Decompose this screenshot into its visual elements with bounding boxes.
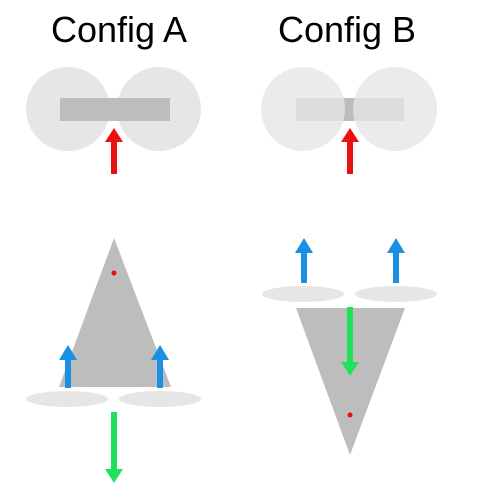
config-a-left-rotor-side [26, 391, 108, 407]
config-b-side-view [262, 238, 437, 455]
config-a-left-thrust-arrow [59, 345, 77, 388]
config-a-title: Config A [50, 9, 188, 50]
config-b-top-view [261, 67, 437, 174]
config-a-body-triangle [59, 238, 171, 387]
config-a-top-body [60, 98, 170, 121]
config-b-right-rotor-side [355, 286, 437, 302]
config-b-title: Config B [277, 9, 417, 50]
config-a-right-thrust-arrow [151, 345, 169, 388]
config-b-left-rotor-side [262, 286, 344, 302]
config-a-center-of-mass [111, 270, 117, 276]
config-a-side-view [26, 238, 201, 483]
config-b-right-rotor-disc [353, 67, 437, 151]
config-b-right-thrust-arrow [387, 238, 405, 283]
config-b-left-thrust-arrow [295, 238, 313, 283]
config-a-top-thrust-arrow [105, 128, 123, 174]
config-b-top-thrust-arrow [341, 128, 359, 174]
config-b-gravity-arrow [341, 307, 359, 376]
config-b-left-rotor-disc [261, 67, 345, 151]
config-a-top-view [26, 67, 201, 174]
config-b-center-of-mass [347, 412, 353, 418]
config-b-body-triangle [296, 308, 405, 455]
config-a-right-rotor-side [119, 391, 201, 407]
config-a-gravity-arrow [105, 412, 123, 483]
